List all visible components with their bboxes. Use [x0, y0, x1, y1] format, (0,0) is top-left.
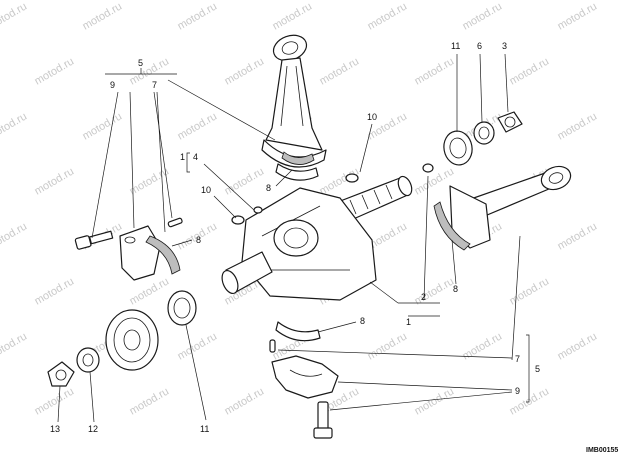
watermark-text: motod.ru — [508, 275, 552, 307]
label-1-bottom: 1 — [406, 317, 411, 327]
nut-3 — [497, 111, 523, 133]
rod-bearing-shell-top — [275, 163, 319, 181]
label-6-top: 6 — [477, 41, 482, 51]
watermark-text: motod.ru — [508, 55, 552, 87]
watermark-text: motod.ru — [318, 55, 362, 87]
watermark-text: motod.ru — [128, 165, 172, 197]
watermark-text: motod.ru — [223, 385, 267, 417]
watermark-text: motod.ru — [0, 330, 29, 362]
washer-12 — [76, 347, 100, 373]
label-10-left: 10 — [201, 185, 211, 195]
label-8-rod: 8 — [266, 183, 271, 193]
watermark-text: motod.ru — [176, 330, 220, 362]
label-8-lower: 8 — [360, 316, 365, 326]
thrust-washer-11-bottom — [167, 290, 197, 326]
image-code: IMB00155 — [586, 447, 618, 454]
dowel-bushing-right — [422, 163, 434, 173]
watermark-text: motod.ru — [461, 0, 505, 32]
label-9-right: 9 — [515, 386, 520, 396]
crankshaft — [221, 175, 413, 301]
dowel-pin-7-left — [167, 217, 183, 228]
watermark-text: motod.ru — [366, 0, 410, 32]
watermark-text: motod.ru — [0, 220, 29, 252]
label-13: 13 — [50, 424, 60, 434]
watermark-text: motod.ru — [81, 110, 125, 142]
watermark-text: motod.ru — [556, 110, 600, 142]
watermark-text: motod.ru — [128, 385, 172, 417]
label-12: 12 — [88, 424, 98, 434]
watermark-text: motod.ru — [413, 385, 457, 417]
watermark-text: motod.ru — [556, 220, 600, 252]
watermark-text: motod.ru — [223, 55, 267, 87]
bearing-cap-right — [271, 355, 339, 399]
watermark-text: motod.ru — [33, 165, 77, 197]
nut-13 — [47, 361, 75, 387]
label-2: 2 — [421, 292, 426, 302]
label-11-bottom: 11 — [200, 424, 209, 434]
bolt-9-right — [313, 401, 333, 439]
label-5-right: 5 — [535, 364, 540, 374]
label-8-right: 8 — [453, 284, 458, 294]
thrust-washer-11-top — [443, 130, 473, 166]
watermark-text: motod.ru — [366, 330, 410, 362]
watermark-text: motod.ru — [271, 0, 315, 32]
label-1-left: 1 — [180, 152, 185, 162]
watermark-text: motod.ru — [413, 165, 457, 197]
watermark-text: motod.ru — [33, 55, 77, 87]
watermark-text: motod.ru — [0, 110, 29, 142]
washer-6 — [473, 121, 495, 145]
label-8-left: 8 — [196, 235, 201, 245]
label-5-top: 5 — [138, 58, 143, 68]
watermark-text: motod.ru — [0, 0, 29, 32]
watermark-text: motod.ru — [33, 385, 77, 417]
watermark-text: motod.ru — [223, 165, 267, 197]
label-11-top: 11 — [451, 41, 460, 51]
bolt-9-left — [74, 230, 114, 250]
label-10-top: 10 — [367, 112, 377, 122]
leader-lines — [57, 53, 530, 423]
watermark-text: motod.ru — [128, 55, 172, 87]
label-4-left: 4 — [193, 152, 198, 162]
part-labels: 5 9 7 1 4 10 8 8 10 11 6 3 8 2 1 8 7 5 9… — [50, 41, 540, 434]
watermark-text: motod.ru — [556, 0, 600, 32]
label-3-top: 3 — [502, 41, 507, 51]
bearing-cap-left — [119, 225, 181, 281]
label-9-top: 9 — [110, 80, 115, 90]
label-7-top: 7 — [152, 80, 157, 90]
timing-gear — [105, 309, 159, 371]
watermark-text: motod.ru — [176, 0, 220, 32]
watermark-text: motod.ru — [33, 275, 77, 307]
watermark-text: motod.ru — [81, 0, 125, 32]
dowel-bushing-top — [345, 173, 359, 183]
watermark-text: motod.ru — [413, 55, 457, 87]
rod-bearing-shell-lower — [275, 321, 321, 342]
watermark-text: motod.ru — [176, 110, 220, 142]
dowel-pin-7-right — [269, 339, 276, 353]
connecting-rod-upper — [261, 34, 327, 168]
watermark-text: motod.ru — [556, 330, 600, 362]
label-7-right: 7 — [515, 354, 520, 364]
connecting-rod-right — [433, 165, 572, 251]
